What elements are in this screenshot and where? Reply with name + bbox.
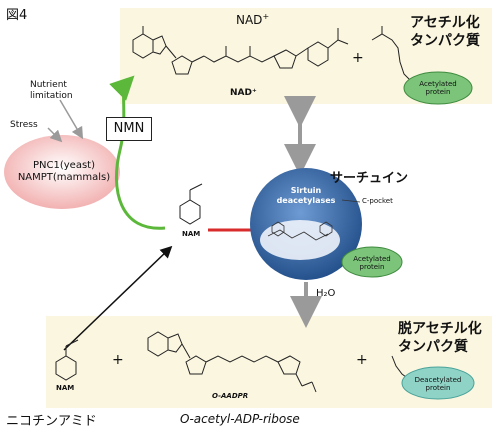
acetylated-title-line1: アセチル化 [410, 15, 480, 31]
nad-label: NAD+ [236, 12, 269, 27]
top-plus: + [352, 50, 364, 66]
deacetylated-protein-title: 脱アセチル化 タンパク質 [398, 320, 482, 356]
bottom-plus2: + [356, 352, 368, 368]
sirtuin-line2: deacetylases [276, 196, 336, 205]
acetylated-middle-label: Acetylated protein [350, 255, 394, 271]
nutrient-label: Nutrient limitation [30, 80, 73, 102]
nad-superscript: + [262, 12, 270, 21]
deacetyl-ellipse-line2: protein [425, 384, 451, 392]
acetylated-ellipse-line2: protein [425, 88, 451, 96]
nam-molecule-bottom [55, 339, 79, 381]
bound-ligand [267, 221, 333, 241]
sirtuin-title: サーチュイン [330, 171, 409, 186]
o-acetyl-caption: O-acetyl-ADP-ribose [180, 412, 300, 426]
acetylated-protein-middle [341, 246, 403, 278]
c-pocket-label: C-pocket [362, 197, 393, 205]
acetylated-protein-title: アセチル化 タンパク質 [410, 14, 480, 50]
acetylated-protein-top [403, 71, 473, 105]
deacetylated-ellipse-label: Deacetylated protein [410, 376, 466, 392]
nutrient-line2: limitation [30, 91, 73, 101]
aadpr-label: O-AADPR [212, 392, 249, 400]
figure-label: 図4 [6, 8, 28, 23]
acetylated-middle-line2: protein [359, 263, 385, 271]
nam-middle-label: NAM [182, 230, 201, 238]
acetylated-ellipse-label: Acetylated protein [416, 80, 460, 96]
deacetyl-ellipse-line1: Deacetylated [414, 376, 462, 384]
stress-label: Stress [10, 120, 38, 130]
enzyme-line1: PNC1(yeast) [33, 160, 95, 171]
deacetyl-title-line2: タンパク質 [398, 339, 468, 355]
nad-molecule [132, 26, 349, 75]
sirtuin-label: Sirtuin deacetylases [272, 186, 340, 206]
nam-molecule-middle [179, 183, 203, 225]
bottom-plus1: + [112, 352, 124, 368]
acetylated-ellipse-line1: Acetylated [419, 80, 457, 88]
deacetylated-protein [401, 366, 475, 400]
nutrient-line1: Nutrient [30, 80, 67, 90]
nam-bottom-label: NAM [56, 384, 75, 392]
acetylated-title-line2: タンパク質 [410, 33, 480, 49]
deacetyl-title-line1: 脱アセチル化 [398, 321, 482, 337]
nad-label-text: NAD [236, 13, 263, 27]
acetylated-middle-line1: Acetylated [353, 255, 391, 263]
sirtuin-line1: Sirtuin [290, 186, 322, 195]
enzyme-label: PNC1(yeast) NAMPT(mammals) [16, 160, 112, 184]
acetyl-lysine-chain [371, 26, 413, 83]
enzyme-line2: NAMPT(mammals) [17, 172, 111, 183]
water-label: H₂O [316, 288, 336, 299]
nad-small-label: NAD⁺ [230, 88, 257, 98]
nicotinamide-caption: ニコチンアミド [6, 414, 97, 429]
o-aadpr-molecule [147, 331, 317, 393]
nmn-box: NMN [106, 117, 152, 141]
pnc1-nampt-ellipse [4, 135, 120, 209]
